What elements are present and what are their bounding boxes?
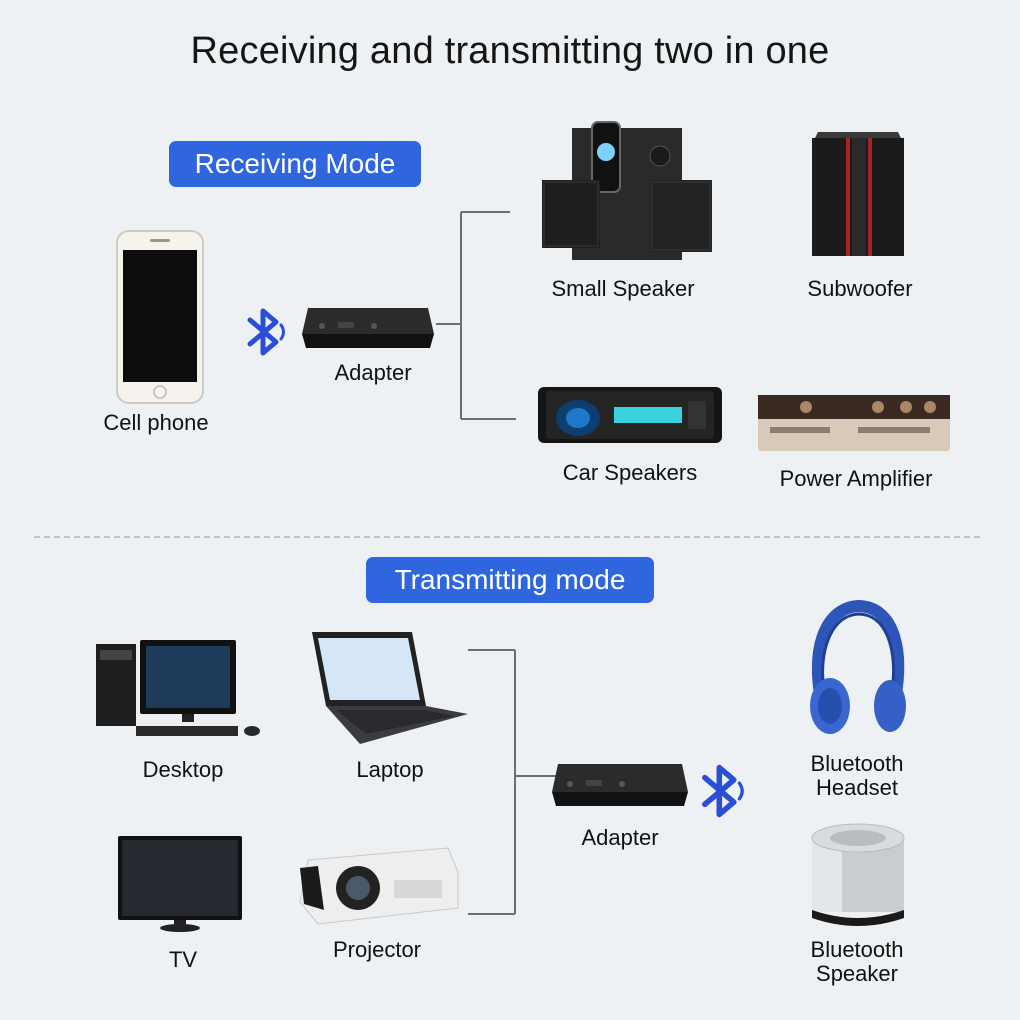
bluetooth-speaker-label-line1: Bluetooth	[810, 937, 904, 962]
bluetooth-speaker-label-line2: Speaker	[816, 961, 898, 986]
car-speakers-image	[538, 387, 722, 443]
subwoofer-image	[812, 132, 904, 256]
section-divider	[34, 536, 980, 538]
bluetooth-headset-label-line2: Headset	[816, 775, 898, 800]
subwoofer-label: Subwoofer	[807, 276, 913, 301]
bluetooth-speaker-image	[811, 823, 905, 926]
laptop-label: Laptop	[356, 757, 424, 782]
tv-label: TV	[168, 947, 198, 972]
laptop-image	[312, 632, 468, 744]
desktop-label: Desktop	[142, 757, 224, 782]
receiving-mode-badge: Receiving Mode	[169, 141, 421, 187]
adapter-label: Adapter	[334, 360, 412, 385]
car-speakers-label: Car Speakers	[562, 460, 698, 485]
page-title: Receiving and transmitting two in one	[190, 30, 830, 72]
bluetooth-icon	[247, 308, 285, 356]
bluetooth-headset-label: Bluetooth Headset	[782, 752, 932, 800]
tv-image	[118, 836, 242, 932]
small-speaker-image	[542, 121, 712, 260]
transmitting-mode-badge: Transmitting mode	[366, 557, 654, 603]
bluetooth-headset-image	[810, 599, 906, 734]
cell-phone-label: Cell phone	[103, 410, 209, 435]
adapter-device-image	[552, 764, 688, 806]
projector-label: Projector	[332, 937, 422, 962]
power-amplifier-image	[758, 395, 950, 451]
power-amplifier-label: Power Amplifier	[779, 466, 933, 491]
small-speaker-label: Small Speaker	[551, 276, 695, 301]
bluetooth-headset-label-line1: Bluetooth	[810, 751, 904, 776]
adapter-device-image	[302, 308, 434, 348]
desktop-image	[96, 640, 260, 736]
bluetooth-icon	[702, 764, 744, 818]
projector-image	[299, 847, 459, 925]
cell-phone-image	[116, 230, 204, 404]
bluetooth-speaker-label: Bluetooth Speaker	[782, 938, 932, 986]
adapter-label: Adapter	[581, 825, 659, 850]
